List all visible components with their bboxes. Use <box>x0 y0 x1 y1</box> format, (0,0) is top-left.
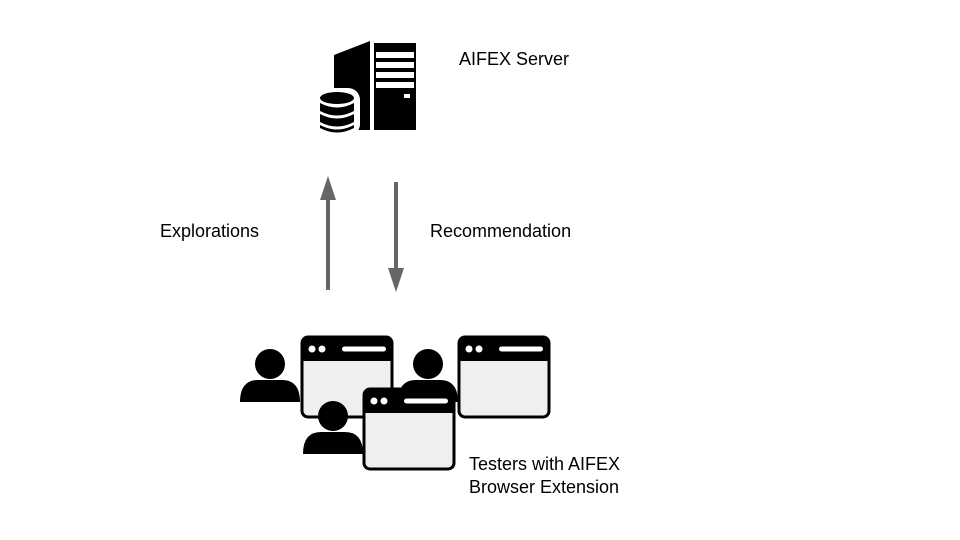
recommendation-label: Recommendation <box>430 221 572 241</box>
testers-label-line1: Testers with AIFEX <box>469 454 621 474</box>
explorations-label: Explorations <box>160 221 260 241</box>
database-icon <box>316 88 360 136</box>
explorations-arrow <box>320 176 336 290</box>
server-label: AIFEX Server <box>459 49 570 69</box>
testers-group <box>240 335 551 471</box>
browser-window-icon <box>362 387 456 471</box>
testers-label: Testers with AIFEX Browser Extension <box>469 453 620 499</box>
browser-window-icon <box>457 335 551 419</box>
user-icon <box>240 349 300 402</box>
testers-label-line2: Browser Extension <box>469 477 620 497</box>
recommendation-arrow <box>388 182 404 292</box>
